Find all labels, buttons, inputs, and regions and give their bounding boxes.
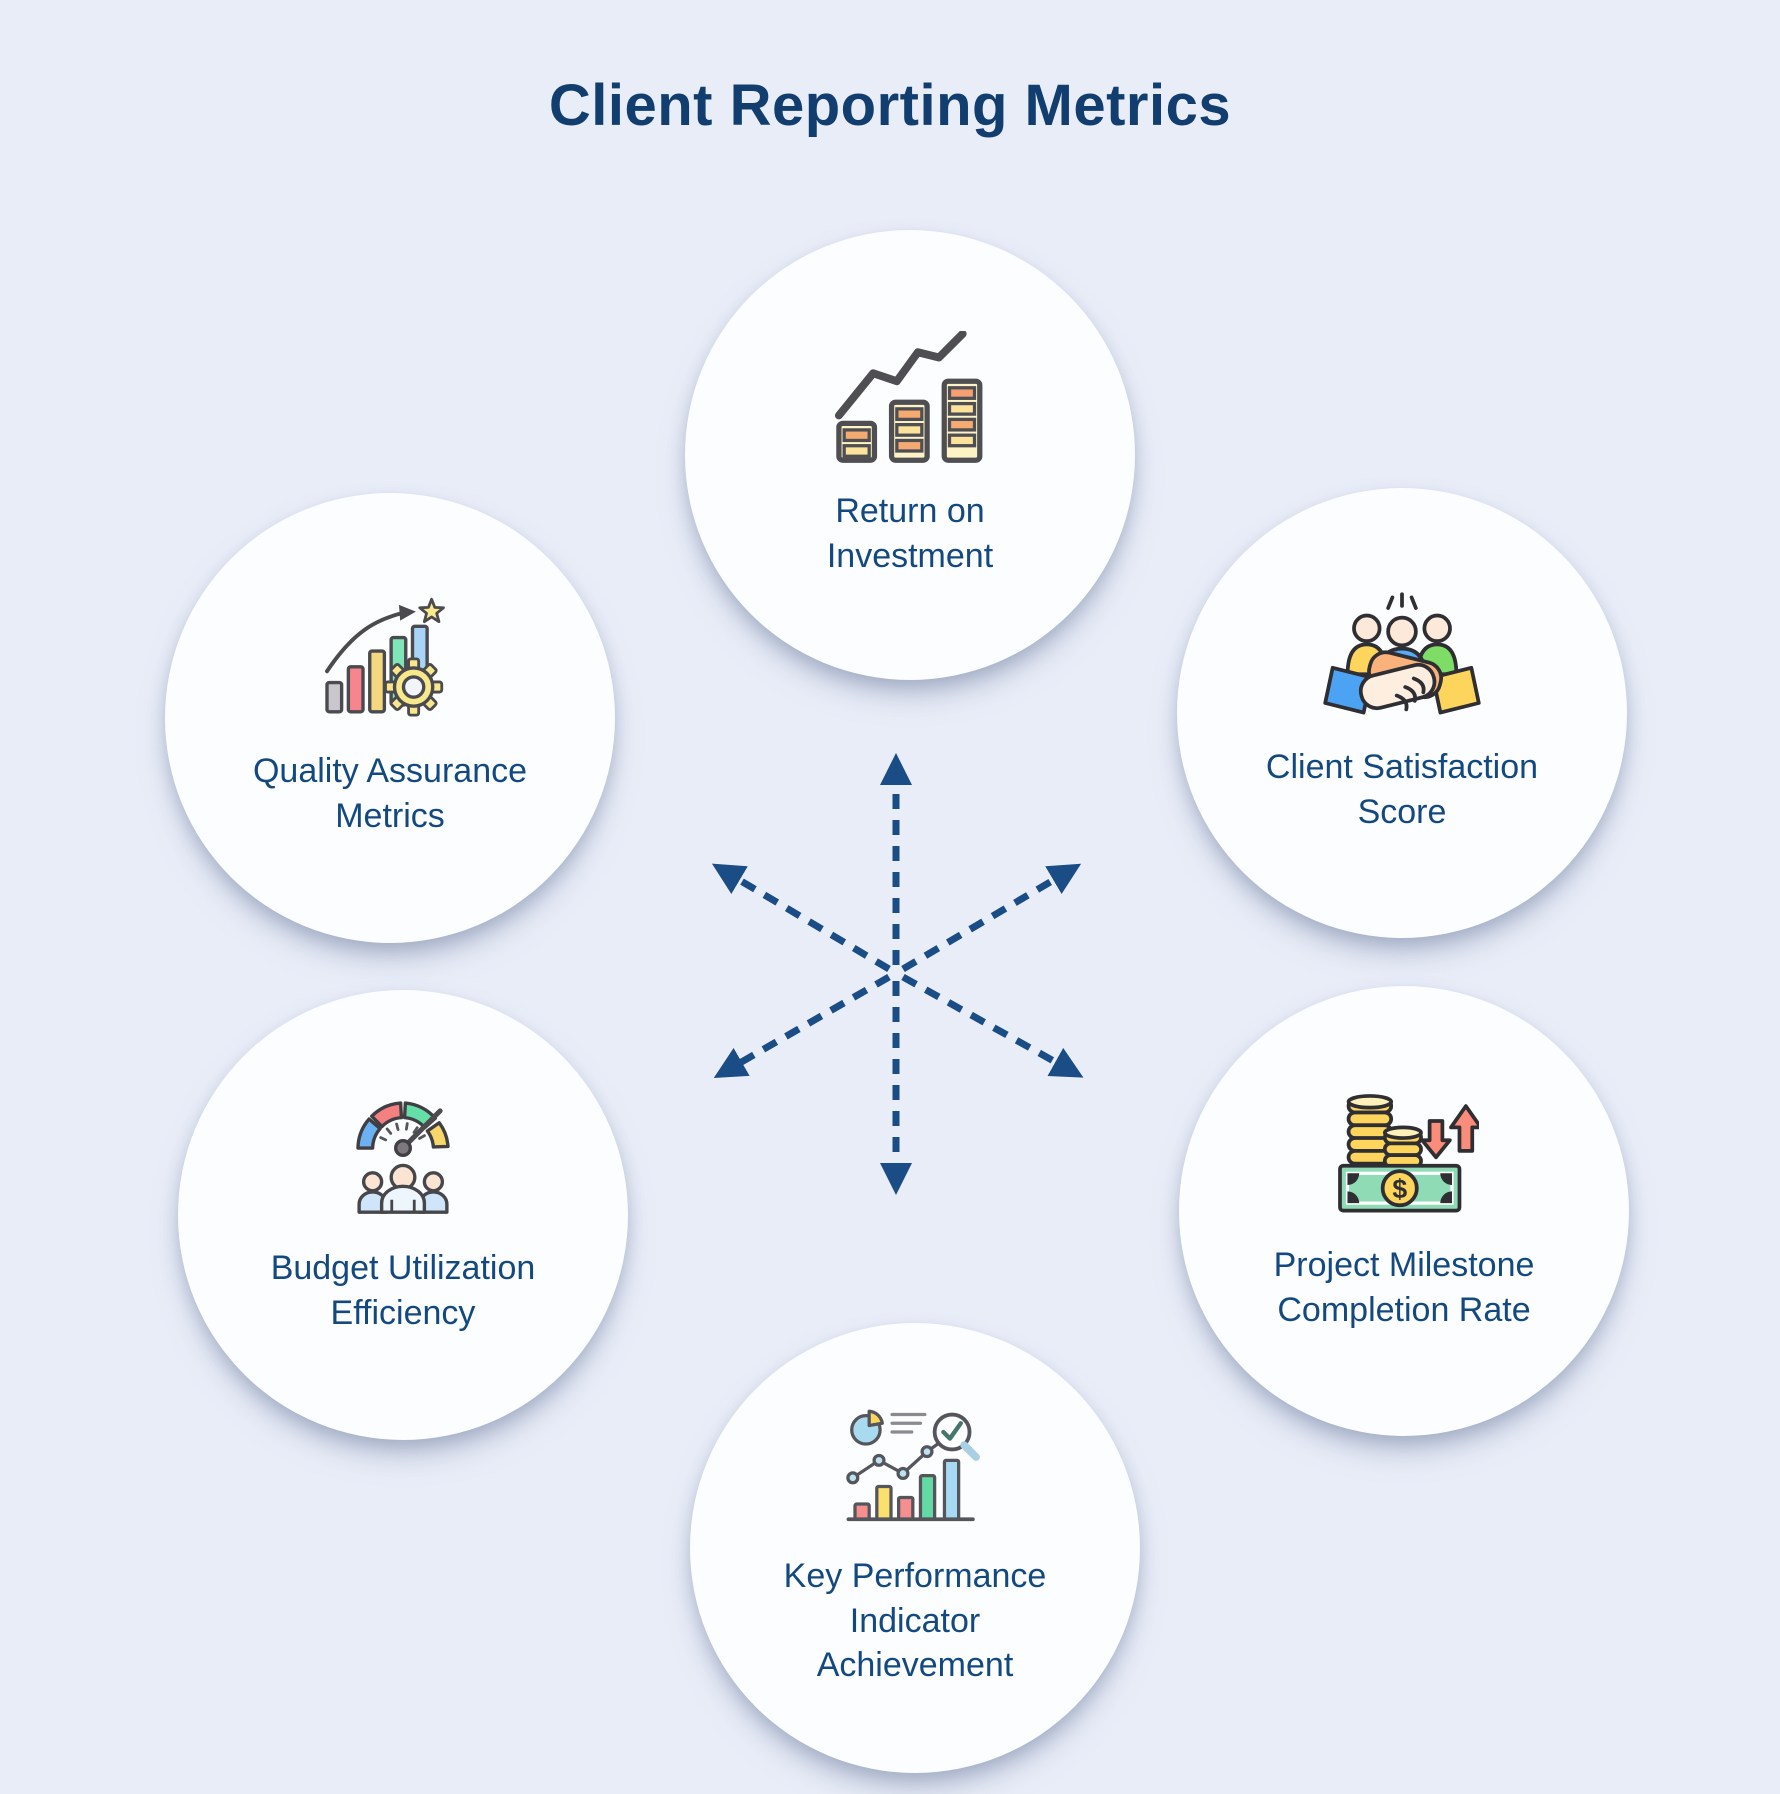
- node-client-satisfaction-score: Client Satisfaction Score: [1177, 488, 1627, 938]
- node-label: Project Milestone Completion Rate: [1273, 1246, 1535, 1329]
- node-quality-assurance-metrics: Quality Assurance Metrics: [165, 493, 615, 943]
- node-return-on-investment: Return on Investment: [685, 230, 1135, 680]
- node-key-performance-indicator-achievement: Key Performance Indicator Achievement: [690, 1323, 1140, 1773]
- radiating-arrows-icon: [711, 753, 1084, 1195]
- analytics-chart-magnifier-icon: [846, 1409, 980, 1521]
- svg-text:$: $: [1392, 1174, 1407, 1204]
- coins-banknote-arrows-icon: $: [1338, 1094, 1479, 1213]
- handshake-team-icon: [1323, 592, 1481, 715]
- node-project-milestone-completion-rate: $ Project Milestone Completion Rate: [1179, 986, 1629, 1436]
- node-label: Key Performance Indicator Achievement: [783, 1556, 1047, 1685]
- rising-bars-star-gear-icon: [325, 597, 445, 717]
- node-label: Return on Investment: [826, 492, 994, 575]
- node-label: Budget Utilization Efficiency: [270, 1249, 536, 1332]
- node-label: Client Satisfaction Score: [1265, 748, 1539, 831]
- coin-bars-growth-line-icon: [834, 331, 983, 463]
- node-budget-utilization-efficiency: Budget Utilization Efficiency: [178, 990, 628, 1440]
- gauge-team-icon: [356, 1101, 450, 1214]
- node-label: Quality Assurance Metrics: [252, 752, 528, 835]
- page-title: Client Reporting Metrics: [548, 73, 1232, 138]
